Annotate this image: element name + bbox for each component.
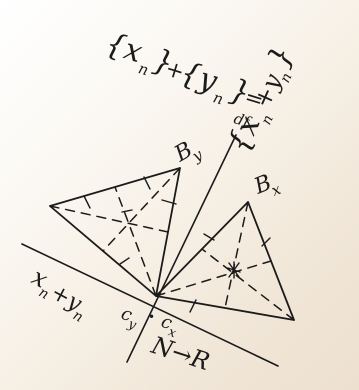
center-dot: • (148, 310, 155, 324)
median-line (114, 186, 157, 297)
triangle-bx (155, 201, 295, 321)
median-line (224, 201, 249, 309)
label-mapping: N→R (147, 331, 213, 376)
triangle-bx-medians (155, 201, 295, 321)
label-bx-subscript: x (269, 180, 284, 200)
tick-mark (161, 199, 177, 205)
label-by: B y (170, 137, 206, 167)
label-sum: x n +y n (27, 263, 86, 326)
centroid-star (227, 261, 241, 279)
median-line (102, 167, 181, 252)
formula-rhs-close: } (261, 41, 301, 73)
label-bx: B x (250, 170, 284, 200)
tick-mark (119, 257, 130, 265)
mapping-text: N→R (147, 331, 213, 376)
tick-mark (261, 237, 271, 247)
horizontal-axis-line (21, 243, 279, 367)
median-line (201, 248, 295, 321)
median-line (155, 260, 272, 297)
median-line (49, 205, 169, 233)
tick-mark (189, 299, 197, 313)
centroid-mark (121, 209, 133, 213)
tick-mark (143, 176, 151, 190)
triangle-by-medians (49, 167, 181, 297)
tick-mark (83, 195, 91, 209)
label-cy: c y (118, 303, 138, 334)
vertical-axis-line (126, 134, 237, 363)
label-cx: c x (158, 311, 178, 342)
tick-mark (203, 233, 215, 241)
